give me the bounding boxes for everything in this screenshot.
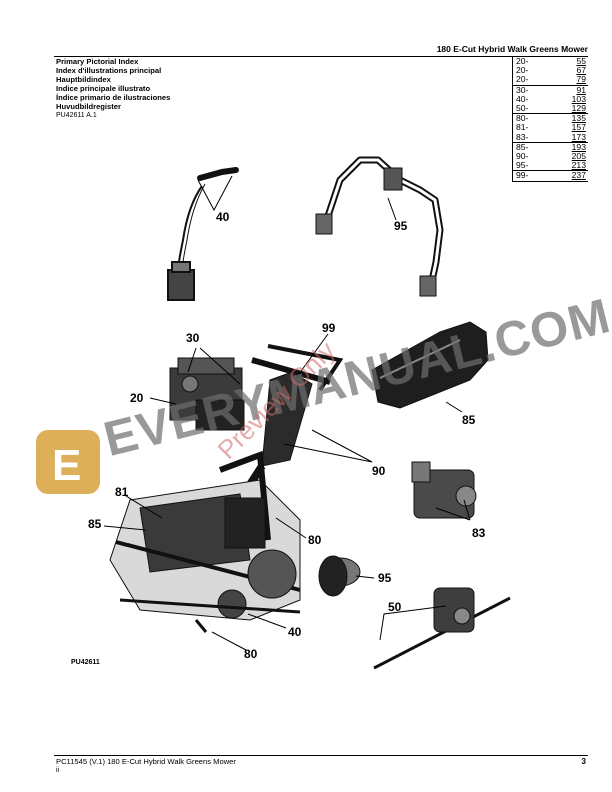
title-line: Primary Pictorial Index	[56, 57, 139, 66]
index-titles: Primary Pictorial Index Index d'illustra…	[56, 57, 171, 111]
callout-label: 95	[394, 219, 408, 233]
callout-label: 85	[462, 413, 476, 427]
index-page-link[interactable]: 205	[571, 151, 586, 162]
index-row[interactable]: 30-91	[512, 84, 588, 95]
index-page-link[interactable]: 55	[576, 56, 586, 66]
callout-label: 95	[378, 571, 392, 585]
shaft-drawing	[373, 587, 511, 670]
footer-rule	[54, 755, 588, 756]
footer-doc-info: PC11545 (V.1) 180 E-Cut Hybrid Walk Gree…	[56, 757, 236, 766]
figure-code: PU42611	[71, 659, 100, 666]
section-index-table: 20- 55 20- 67 20- 79 30-91 40- 103 50- 129 80…	[512, 56, 589, 182]
title-line: Huvudbildregister	[56, 101, 121, 111]
title-line: Índice primario de ilustraciones	[56, 92, 171, 102]
index-row[interactable]: 85-193	[512, 141, 588, 153]
callout-label: 85	[88, 517, 102, 531]
index-page-link[interactable]: 237	[558, 170, 588, 182]
index-section: 30-	[512, 84, 558, 95]
index-section: 20-	[516, 74, 529, 85]
callout-label: 99	[322, 321, 336, 335]
index-section: 99-	[512, 170, 558, 182]
index-page-link[interactable]: 135	[558, 113, 588, 124]
callout-label: 80	[308, 533, 322, 547]
header-rule	[54, 56, 588, 57]
index-section: 40-	[516, 93, 529, 104]
index-row[interactable]: 50- 129	[513, 104, 589, 114]
engine-drawing	[169, 357, 245, 431]
index-row[interactable]: 81- 157	[513, 123, 589, 132]
index-row[interactable]: 80-135	[512, 113, 588, 124]
callout-label: 20	[130, 391, 144, 405]
index-page-link[interactable]: 103	[571, 93, 586, 104]
watermark-logo-letter: E	[52, 441, 81, 490]
callout-label: 40	[216, 210, 230, 224]
index-section: 81-	[516, 122, 529, 133]
callout-label: 83	[472, 526, 486, 540]
index-page-link[interactable]: 129	[571, 103, 586, 114]
tank-drawing	[371, 321, 489, 409]
index-page-link[interactable]: 213	[571, 160, 586, 171]
index-row[interactable]: 20- 79	[513, 75, 589, 85]
index-section: 85-	[512, 141, 558, 153]
index-row[interactable]: 83- 173	[513, 131, 589, 143]
roller-drawing	[318, 555, 361, 597]
page-number: 3	[581, 757, 586, 766]
callout-label: 50	[388, 600, 402, 614]
index-section: 95-	[516, 160, 529, 171]
index-section: 50-	[516, 103, 529, 114]
index-row[interactable]: 20- 55	[513, 56, 589, 66]
index-section: 83-	[516, 131, 529, 142]
mower-frame-drawing	[109, 450, 301, 633]
index-row[interactable]: 20- 67	[513, 65, 589, 76]
index-section: 20-	[516, 56, 529, 66]
leader-lines	[103, 175, 471, 651]
bracket-drawing	[315, 156, 444, 297]
index-page-link[interactable]: 157	[571, 122, 586, 133]
index-page-link[interactable]: 91	[558, 84, 588, 95]
footer-roman-page: ii	[56, 767, 60, 774]
callout-label: 81	[115, 485, 129, 499]
index-section: 90-	[516, 151, 529, 162]
index-section: 80-	[512, 113, 558, 124]
index-row[interactable]: 99-237	[512, 170, 588, 182]
watermark-logo: E	[36, 430, 100, 494]
title-line: Indice principale illustrato	[56, 83, 151, 93]
index-row[interactable]: 40- 103	[513, 93, 589, 104]
cable-assembly-drawing	[167, 167, 239, 301]
gearbox-drawing	[411, 461, 477, 519]
index-section: 20-	[516, 65, 529, 76]
callout-label: 40	[288, 625, 302, 639]
index-page-link[interactable]: 173	[571, 131, 586, 142]
index-row[interactable]: 95- 213	[513, 161, 589, 171]
callout-label: 30	[186, 331, 200, 345]
index-page-link[interactable]: 67	[576, 65, 586, 76]
header-title: 180 E-Cut Hybrid Walk Greens Mower	[436, 44, 588, 54]
index-page-link[interactable]: 193	[558, 141, 588, 153]
index-row[interactable]: 90- 205	[513, 151, 589, 162]
title-line: Hauptbildindex	[56, 74, 111, 84]
index-page-link[interactable]: 79	[576, 74, 586, 85]
callout-label: 90	[372, 464, 386, 478]
doc-code: PU42611 A.1	[56, 112, 97, 119]
title-line: Index d'illustrations principal	[56, 65, 162, 75]
callout-label: 80	[244, 647, 258, 661]
